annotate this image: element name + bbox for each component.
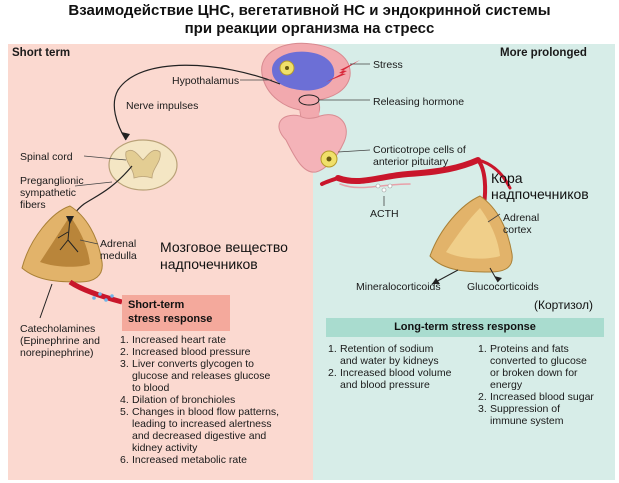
acth-particles bbox=[375, 183, 393, 193]
mineralocorticoids-label: Mineralocorticoids bbox=[356, 281, 441, 293]
short-term-item: 5.Changes in blood flow patterns,leading… bbox=[120, 406, 280, 454]
cortisol-ru-label: (Кортизол) bbox=[534, 298, 594, 312]
stress-bolt-icon bbox=[326, 60, 360, 82]
more-prolonged-heading: More prolonged bbox=[500, 47, 587, 59]
medulla-ru-label-line-2: надпочечников bbox=[160, 256, 258, 272]
corticotrope-label-line-1: Corticotrope cells of bbox=[373, 144, 466, 156]
hypothalamus-label: Hypothalamus bbox=[172, 75, 240, 87]
cortex-ru-label-line-2: надпочечников bbox=[491, 186, 589, 202]
short-term-response-box: Short-term stress response bbox=[122, 295, 230, 331]
catecholamines-label-line-2: (Epinephrine and bbox=[20, 335, 100, 347]
stress-label: Stress bbox=[373, 59, 403, 71]
nerve-pathway bbox=[69, 64, 281, 225]
nerve-impulses-label: Nerve impulses bbox=[126, 100, 199, 112]
cortex-ru-label-line-1: Кора bbox=[491, 170, 523, 186]
arrowheads bbox=[66, 132, 502, 284]
releasing-hormone-label: Releasing hormone bbox=[373, 96, 465, 108]
spinal-cord-illustration bbox=[108, 139, 178, 191]
short-term-box-title-2: stress response bbox=[128, 313, 213, 325]
short-term-item: 4.Dilation of bronchioles bbox=[120, 394, 236, 406]
title-line-1: Взаимодействие ЦНС, вегетативной НС и эн… bbox=[68, 2, 551, 19]
spinal-cord-label: Spinal cord bbox=[20, 151, 73, 163]
adrenal-medulla-label-line-2: medulla bbox=[100, 250, 137, 262]
catecholamines-pointer bbox=[39, 283, 53, 319]
corticotrope-label-line-2: anterior pituitary bbox=[373, 156, 449, 168]
pituitary-illustration bbox=[278, 94, 347, 173]
long-term-box-title: Long-term stress response bbox=[394, 321, 536, 333]
medulla-vessel bbox=[68, 279, 123, 305]
short-term-item: 6.Increased metabolic rate bbox=[120, 454, 247, 466]
catecholamine-particles bbox=[92, 292, 114, 302]
adrenal-cortex-gland bbox=[429, 195, 513, 273]
short-term-item: 1.Increased heart rate bbox=[120, 334, 226, 346]
adrenal-medulla-gland bbox=[21, 205, 103, 283]
short-term-box-title-1: Short-term bbox=[128, 299, 185, 311]
catecholamines-label-line-1: Catecholamines bbox=[20, 323, 96, 335]
adrenal-medulla-label-line-1: Adrenal bbox=[100, 238, 137, 250]
leader-lines bbox=[74, 63, 501, 245]
short-term-item: 2.Increased blood pressure bbox=[120, 346, 251, 358]
title-line-2: при реакции организма на стресс bbox=[184, 20, 435, 37]
adrenal-cortex-label-line-1: Adrenal bbox=[503, 212, 540, 224]
page-title: Взаимодействие ЦНС, вегетативной НС и эн… bbox=[0, 2, 619, 38]
short-term-response-list: 1.Increased heart rate 2.Increased blood… bbox=[120, 334, 279, 466]
adrenal-cortex-label-line-2: cortex bbox=[503, 224, 532, 236]
medulla-ru-label-line-1: Мозговое вещество bbox=[160, 239, 288, 255]
catecholamines-label-line-3: norepinephrine) bbox=[20, 347, 94, 359]
glucocorticoids-label: Glucocorticoids bbox=[467, 281, 539, 293]
preganglionic-label-line-2: sympathetic bbox=[20, 187, 77, 199]
long-term-item: 2.Increased blood sugar bbox=[478, 391, 594, 403]
long-term-response-box: Long-term stress response bbox=[326, 318, 604, 337]
acth-label: ACTH bbox=[370, 208, 399, 220]
short-term-heading: Short term bbox=[12, 47, 71, 59]
preganglionic-label-line-3: fibers bbox=[20, 199, 46, 211]
preganglionic-label-line-1: Preganglionic bbox=[20, 175, 84, 187]
